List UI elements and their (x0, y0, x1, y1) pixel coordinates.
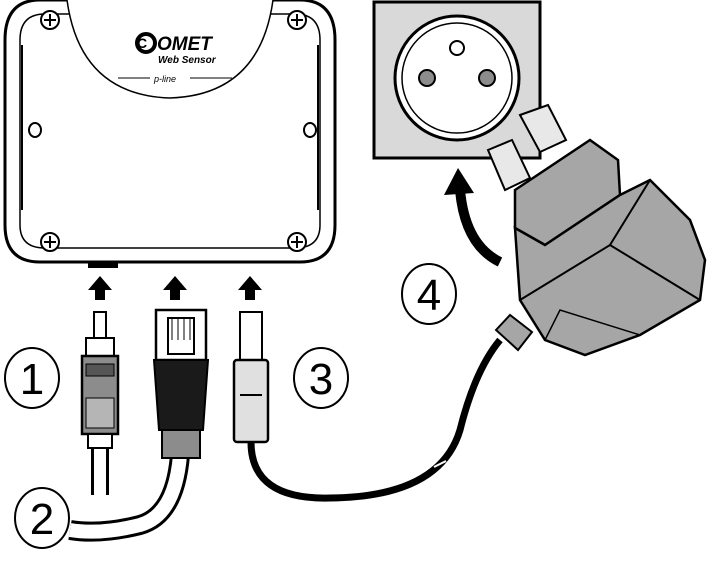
label-dome (66, 0, 274, 99)
socket-pin-icon (449, 40, 465, 56)
step-number: 4 (417, 271, 441, 320)
power-cable (247, 337, 503, 502)
screw-icon (40, 10, 60, 30)
rj45-boot (152, 359, 210, 431)
wall-socket (372, 0, 542, 160)
step-number: 2 (30, 495, 54, 544)
step-marker-3: 3 (293, 347, 349, 409)
step-marker-1: 1 (4, 347, 60, 409)
comet-logo: C OMET Web Sensor (135, 32, 217, 66)
step-number: 1 (20, 355, 44, 404)
sensor-cinch-plug (80, 311, 120, 495)
dc-power-jack (232, 311, 270, 444)
logo-initial: C (137, 35, 147, 51)
screw-icon (40, 232, 60, 252)
power-adapter (486, 103, 707, 357)
step-marker-2: 2 (14, 487, 70, 549)
mounting-hole (28, 122, 42, 138)
screw-icon (287, 10, 307, 30)
step-marker-4: 4 (401, 263, 457, 325)
sensor-port (88, 262, 118, 268)
screw-icon (287, 232, 307, 252)
sensor-enclosure: C OMET Web Sensor p-line (3, 0, 337, 268)
step-number: 3 (309, 355, 333, 404)
line-label: p-line (153, 74, 176, 84)
up-arrow-icon (88, 276, 112, 300)
curved-arrow-icon (444, 168, 503, 267)
logo-brand: OMET (157, 34, 213, 55)
up-arrow-icon (163, 276, 187, 300)
logo-product: Web Sensor (158, 55, 217, 66)
up-arrow-icon (238, 276, 262, 300)
socket-pin-icon (418, 69, 436, 87)
ethernet-cable (68, 308, 210, 542)
mounting-hole (303, 122, 317, 138)
socket-pin-icon (478, 69, 496, 87)
